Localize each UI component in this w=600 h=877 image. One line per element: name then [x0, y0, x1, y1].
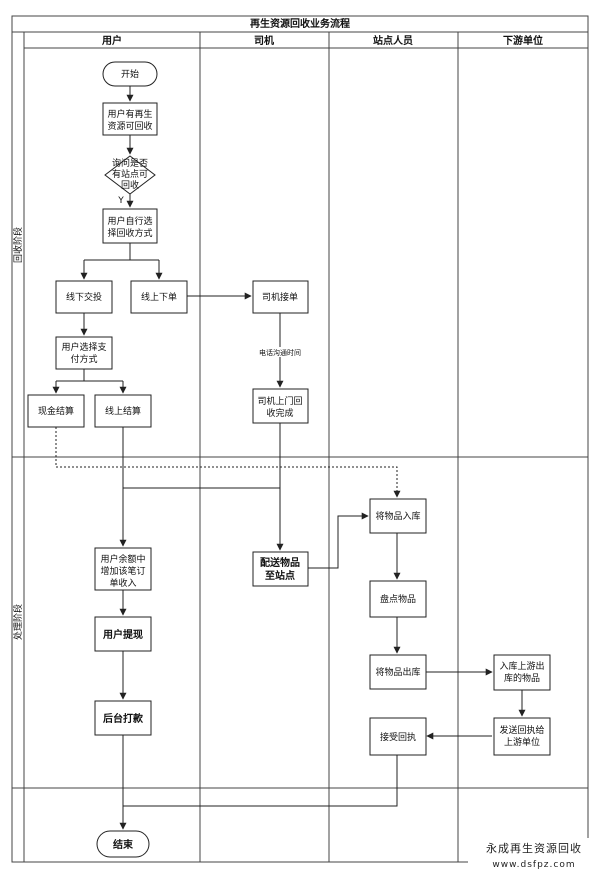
- watermark-bg: [468, 838, 598, 874]
- node-inventory: 盘点物品: [369, 580, 427, 618]
- node-has-resource: 用户有再生 资源可回收: [102, 102, 158, 136]
- node-choose-method-line1: 用户自行选: [107, 215, 152, 227]
- node-driver-accept-label: 司机接单: [262, 291, 298, 303]
- watermark-text: 永成再生资源回收: [486, 841, 582, 855]
- node-start: 开始: [102, 61, 158, 87]
- edge-label-phone-time: 电话沟通时间: [259, 348, 301, 357]
- node-choose-payment: 用户选择支 付方式: [55, 336, 113, 370]
- node-driver-complete: 司机上门回 收完成: [252, 388, 309, 424]
- decision-line3: 回收: [121, 179, 139, 191]
- node-withdraw: 用户提现: [94, 616, 152, 652]
- node-receive-receipt: 接受回执: [369, 717, 427, 756]
- node-offline-delivery: 线下交投: [55, 280, 113, 314]
- node-stock-in: 将物品入库: [369, 498, 427, 534]
- lane-header-downstream: 下游单位: [503, 34, 543, 47]
- node-send-receipt-line1: 发送回执给: [499, 724, 544, 736]
- connectors: [52, 86, 526, 830]
- node-deliver-station-line1: 配送物品: [260, 556, 300, 569]
- decision-line2: 有站点可: [112, 168, 148, 180]
- node-inventory-label: 盘点物品: [380, 593, 416, 605]
- node-check-station-decision: 询问是否 有站点可 回收: [104, 155, 156, 195]
- decision-line1: 询问是否: [112, 157, 148, 169]
- node-cash-settle: 现金结算: [27, 394, 85, 428]
- node-choose-method: 用户自行选 择回收方式: [102, 208, 158, 244]
- node-choose-payment-line1: 用户选择支: [61, 341, 106, 353]
- node-stock-out-label: 将物品出库: [375, 666, 420, 678]
- node-backend-pay-label: 后台打款: [103, 712, 144, 725]
- node-online-order-label: 线上下单: [141, 291, 177, 303]
- node-driver-complete-line1: 司机上门回: [257, 395, 302, 407]
- lane-header-station-staff: 站点人员: [373, 34, 413, 47]
- node-receive-receipt-label: 接受回执: [380, 731, 416, 743]
- node-driver-complete-line2: 收完成: [266, 407, 293, 419]
- phase-label-processing: 处理阶段: [12, 604, 24, 640]
- node-downstream-in-line1: 入库上游出: [499, 660, 544, 672]
- phone-time-bg: [256, 347, 304, 357]
- node-online-settle: 线上结算: [94, 394, 152, 428]
- node-add-income-line2: 增加该笔订: [100, 565, 145, 577]
- node-withdraw-label: 用户提现: [102, 628, 143, 641]
- node-choose-method-line2: 择回收方式: [107, 227, 152, 239]
- node-driver-accept: 司机接单: [252, 280, 309, 314]
- node-cash-settle-label: 现金结算: [38, 405, 74, 417]
- node-has-resource-line1: 用户有再生: [107, 108, 152, 120]
- node-deliver-station-line2: 至站点: [265, 569, 295, 582]
- node-deliver-station: 配送物品 至站点: [252, 551, 309, 587]
- node-has-resource-line2: 资源可回收: [107, 120, 152, 132]
- swimlane-frame: [11, 15, 589, 863]
- node-online-settle-label: 线上结算: [105, 405, 141, 417]
- node-choose-payment-line2: 付方式: [70, 353, 97, 365]
- node-add-income-line1: 用户余额中: [100, 553, 145, 565]
- phase-label-recycle: 回收阶段: [12, 227, 24, 263]
- diagram-title: 再生资源回收业务流程: [250, 17, 350, 30]
- node-stock-out: 将物品出库: [369, 654, 427, 690]
- watermark-url: www.dsfpz.com: [492, 860, 575, 870]
- decision-yes-label: Y: [117, 196, 124, 206]
- node-downstream-in-line2: 库的物品: [504, 672, 540, 684]
- node-send-receipt: 发送回执给 上游单位: [493, 717, 551, 756]
- node-downstream-in: 入库上游出 库的物品: [493, 654, 551, 691]
- node-stock-in-label: 将物品入库: [375, 510, 420, 522]
- node-add-income: 用户余额中 增加该笔订 单收入: [94, 547, 152, 591]
- node-send-receipt-line2: 上游单位: [504, 736, 540, 748]
- node-online-order: 线上下单: [130, 280, 188, 314]
- node-end: 结束: [96, 830, 150, 858]
- node-start-label: 开始: [121, 68, 139, 80]
- lane-header-user: 用户: [101, 34, 122, 47]
- lane-header-driver: 司机: [254, 34, 274, 47]
- node-end-label: 结束: [113, 838, 134, 851]
- node-backend-pay: 后台打款: [94, 700, 152, 736]
- node-add-income-line3: 单收入: [109, 577, 136, 589]
- node-offline-delivery-label: 线下交投: [66, 291, 102, 303]
